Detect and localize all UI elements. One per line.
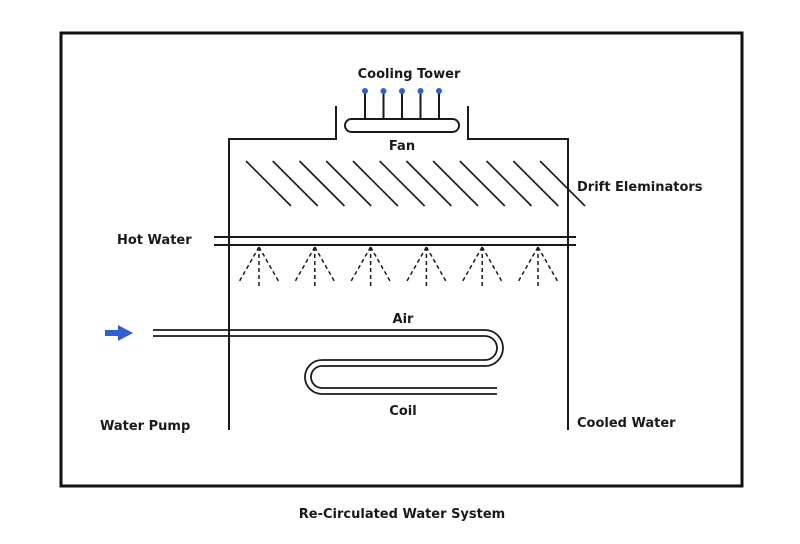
spray-nozzle [461, 246, 503, 287]
fan-label: Fan [389, 139, 415, 154]
tower-outline [228, 106, 569, 430]
drift-eliminator-slat [432, 160, 479, 207]
spray-jet [294, 246, 316, 283]
drift-eliminator-slat [379, 160, 426, 207]
drift-eliminator-slat [459, 160, 506, 207]
drift-eliminator-slat [485, 160, 533, 207]
spray-nozzle [517, 246, 559, 287]
spray-nozzles [238, 246, 559, 287]
drift-eliminator-slat [325, 160, 372, 207]
fan-blades [362, 88, 442, 119]
spray-jet [258, 246, 280, 283]
drift-eliminator-slat [245, 160, 292, 207]
fan-blade-tip [362, 88, 368, 94]
spray-jet [349, 246, 372, 283]
diagram-title: Cooling Tower [358, 67, 461, 82]
drift-eliminators [245, 160, 586, 207]
drift-eliminators-label: Drift Eleminators [577, 180, 703, 195]
spray-jet [314, 246, 336, 283]
spray-nozzle [238, 246, 280, 287]
drift-eliminator-slat [272, 160, 319, 207]
spray-jet [425, 246, 448, 283]
drift-eliminator-slat [539, 160, 586, 207]
spray-jet [405, 246, 428, 283]
spray-jet [481, 246, 503, 283]
diagram-frame [59, 31, 744, 488]
fan-blade-tip [380, 88, 387, 94]
spray-jet [517, 246, 539, 283]
hot-water-label: Hot Water [117, 233, 192, 248]
drift-eliminator-slat [512, 160, 559, 207]
fan-hub [344, 118, 460, 133]
spray-jet [461, 246, 483, 283]
spray-jet [537, 246, 559, 283]
fan-blade-tip [399, 88, 405, 94]
coil [153, 329, 504, 395]
drift-eliminator-slat [405, 160, 452, 207]
hot-water-pipe [214, 236, 576, 246]
spray-jet [238, 246, 260, 283]
water-pump-label: Water Pump [100, 419, 190, 434]
spray-nozzle [349, 246, 392, 287]
spray-nozzle [294, 246, 336, 287]
air-label: Air [393, 312, 415, 327]
spray-jet [369, 246, 392, 283]
spray-nozzle [405, 246, 448, 287]
diagram-caption: Re-Circulated Water System [299, 507, 505, 522]
cooled-water-label: Cooled Water [577, 416, 676, 431]
coil-label: Coil [389, 404, 416, 419]
arrow-right-icon [105, 325, 133, 341]
fan [344, 88, 460, 133]
drift-eliminator-slat [352, 160, 399, 207]
drift-eliminator-slat [298, 160, 346, 207]
fan-blade-tip [417, 88, 424, 94]
fan-blade-tip [436, 88, 442, 94]
